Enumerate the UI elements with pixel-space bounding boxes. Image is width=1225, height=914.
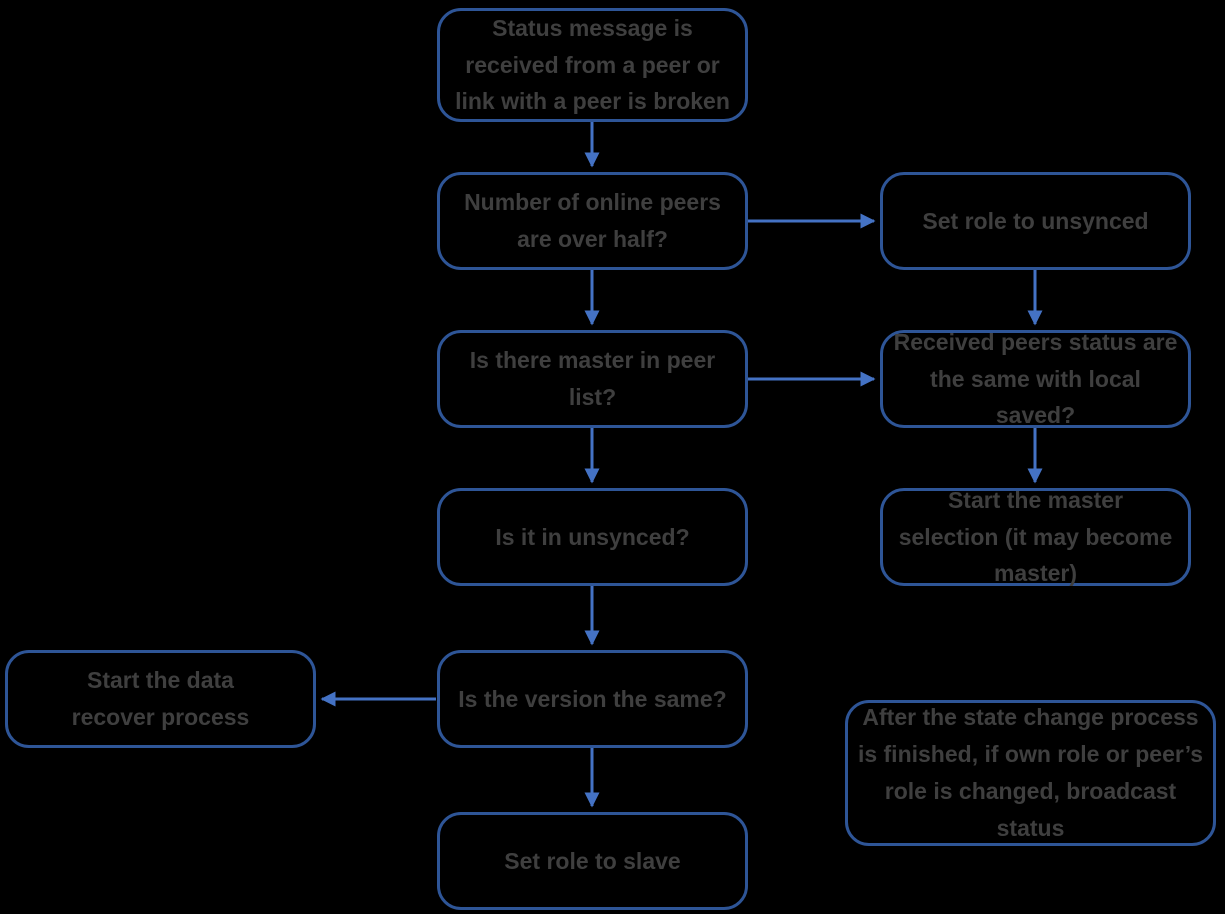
node-online-peers-over-half: Number of online peers are over half? [437, 172, 748, 270]
node-version-same: Is the version the same? [437, 650, 748, 748]
node-peers-status-same: Received peers status are the same with … [880, 329, 1191, 428]
node-broadcast-note: After the state change process is finish… [845, 700, 1216, 846]
node-is-in-unsynced: Is it in unsynced? [437, 488, 748, 586]
node-start-data-recover: Start the data recover process [5, 650, 316, 748]
node-set-role-unsynced: Set role to unsynced [880, 172, 1191, 270]
node-status-received: Status message is received from a peer o… [437, 8, 748, 122]
node-set-role-slave: Set role to slave [437, 812, 748, 910]
node-start-master-selection: Start the master selection (it may becom… [880, 487, 1191, 586]
node-master-in-peer-list: Is there master in peer list? [437, 330, 748, 428]
